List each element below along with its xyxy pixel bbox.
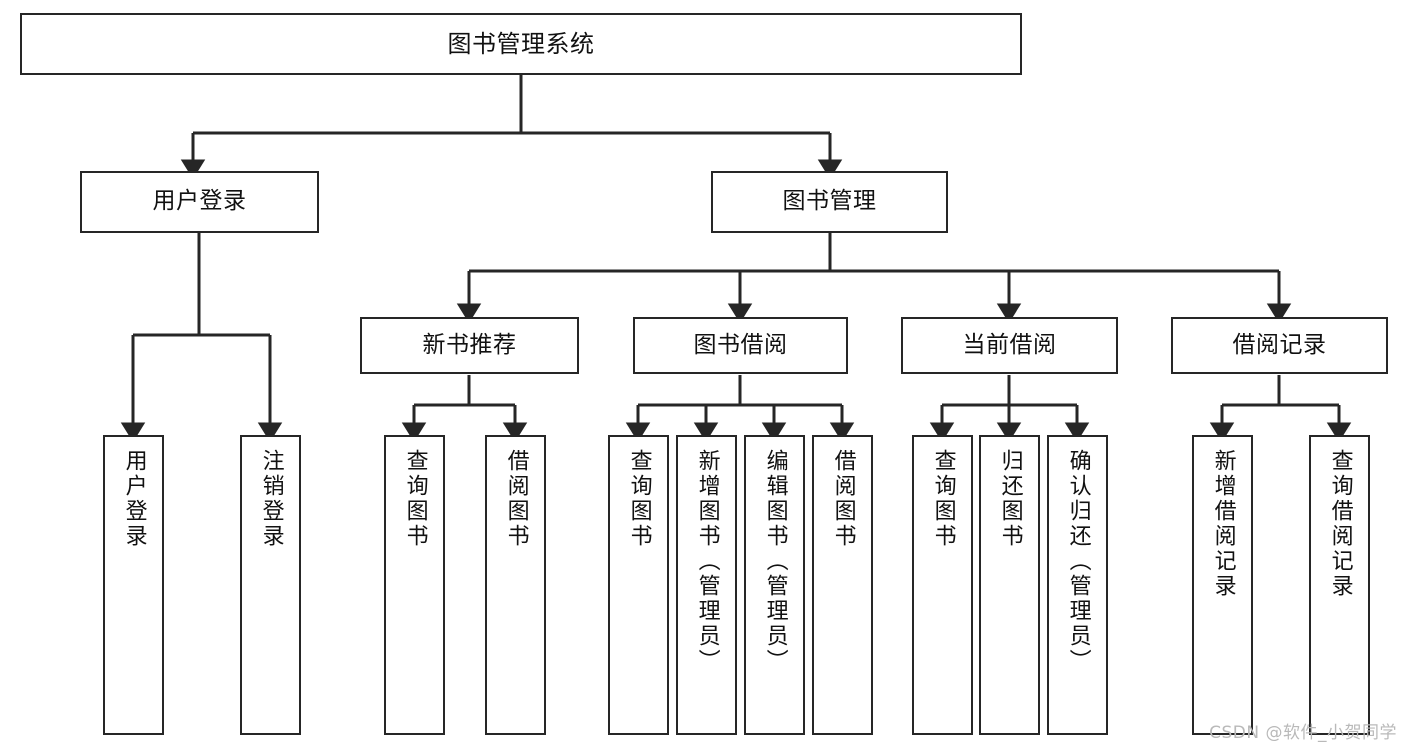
node-leaf-borrow-book-1[interactable]: 借阅图书 [485,435,546,735]
node-book-manage[interactable]: 图书管理 [711,171,948,233]
node-current-borrow-label: 当前借阅 [962,331,1057,358]
node-new-book-recommend-label: 新书推荐 [422,331,517,358]
node-leaf-borrow-book-2[interactable]: 借阅图书 [812,435,873,735]
node-leaf-confirm-return-label: 确认归还（管理员） [1065,449,1091,674]
node-leaf-confirm-return[interactable]: 确认归还（管理员） [1047,435,1108,735]
node-leaf-query-book-3-label: 查询图书 [930,449,956,549]
node-borrow-record[interactable]: 借阅记录 [1171,317,1388,374]
node-leaf-add-record[interactable]: 新增借阅记录 [1192,435,1253,735]
node-new-book-recommend[interactable]: 新书推荐 [360,317,579,374]
node-leaf-borrow-book-1-label: 借阅图书 [503,449,529,549]
node-leaf-query-record-label: 查询借阅记录 [1327,449,1353,599]
node-leaf-edit-book-label: 编辑图书（管理员） [762,449,788,674]
node-root[interactable]: 图书管理系统 [20,13,1022,75]
node-leaf-user-login[interactable]: 用户登录 [103,435,164,735]
node-leaf-user-logout-label: 注销登录 [258,449,284,549]
node-leaf-query-book-3[interactable]: 查询图书 [912,435,973,735]
node-leaf-return-book[interactable]: 归还图书 [979,435,1040,735]
node-leaf-query-book-1-label: 查询图书 [402,449,428,549]
node-user-login[interactable]: 用户登录 [80,171,319,233]
node-root-label: 图书管理系统 [447,29,595,58]
node-leaf-query-record[interactable]: 查询借阅记录 [1309,435,1370,735]
node-book-borrow-label: 图书借阅 [693,331,788,358]
node-borrow-record-label: 借阅记录 [1232,331,1327,358]
node-leaf-add-book[interactable]: 新增图书（管理员） [676,435,737,735]
node-leaf-query-book-2[interactable]: 查询图书 [608,435,669,735]
node-book-borrow[interactable]: 图书借阅 [633,317,848,374]
node-leaf-query-book-2-label: 查询图书 [626,449,652,549]
node-leaf-user-logout[interactable]: 注销登录 [240,435,301,735]
node-book-manage-label: 图书管理 [782,188,877,215]
node-leaf-query-book-1[interactable]: 查询图书 [384,435,445,735]
node-current-borrow[interactable]: 当前借阅 [901,317,1118,374]
node-leaf-user-login-label: 用户登录 [121,449,147,549]
node-leaf-return-book-label: 归还图书 [997,449,1023,549]
node-leaf-borrow-book-2-label: 借阅图书 [830,449,856,549]
node-user-login-label: 用户登录 [152,188,247,215]
node-leaf-edit-book[interactable]: 编辑图书（管理员） [744,435,805,735]
node-leaf-add-record-label: 新增借阅记录 [1210,449,1236,599]
node-leaf-add-book-label: 新增图书（管理员） [694,449,720,674]
watermark: CSDN @软件_小贺同学 [1209,723,1397,743]
